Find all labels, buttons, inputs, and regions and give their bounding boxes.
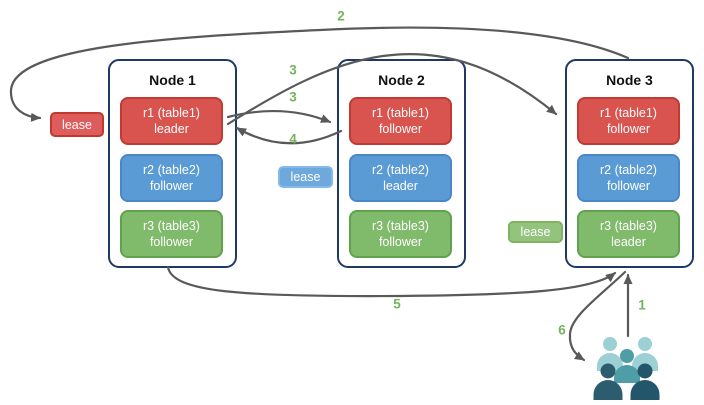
replica-name: r2 (table2) (143, 162, 200, 177)
node-1-box: Node 1 r1 (table1) leader r2 (table2) fo… (108, 59, 237, 268)
replica-name: r2 (table2) (372, 162, 429, 177)
person-icon (630, 363, 660, 400)
node-2-title: Node 2 (378, 72, 425, 88)
replica-role: leader (154, 122, 189, 136)
node-2-box: Node 2 r1 (table1) follower r2 (table2) … (337, 59, 466, 268)
step-number-1: 1 (638, 297, 646, 313)
person-icon (614, 349, 640, 383)
arrow-step-3-node1-to-node2 (226, 109, 332, 124)
replica-name: r3 (table3) (600, 218, 657, 233)
step-number-4: 4 (289, 131, 297, 147)
node-2-replica-r3: r3 (table3) follower (349, 210, 452, 258)
person-icon (597, 337, 623, 371)
person-icon (632, 337, 658, 371)
arrow-step-5-node1-to-node3 (166, 265, 617, 298)
node-2-replica-r1: r1 (table1) follower (349, 97, 452, 145)
replica-role: follower (378, 235, 423, 249)
replica-name: r1 (table1) (600, 105, 657, 120)
replica-name: r3 (table3) (143, 218, 200, 233)
step-number-6: 6 (558, 322, 566, 338)
replica-name: r1 (table1) (143, 105, 200, 120)
replica-role: leader (611, 235, 646, 249)
step-number-2: 2 (337, 8, 345, 24)
replica-role: follower (606, 179, 651, 193)
replica-role: leader (383, 179, 418, 193)
node-1-title: Node 1 (149, 72, 196, 88)
lease-label-green: lease (508, 221, 563, 243)
replica-name: r3 (table3) (372, 218, 429, 233)
replica-role: follower (606, 122, 651, 136)
replica-role: follower (378, 122, 423, 136)
node-1-replica-r2: r2 (table2) follower (120, 154, 223, 202)
users-group-icon (593, 337, 660, 400)
node-3-replica-r3: r3 (table3) leader (577, 210, 680, 258)
node-3-title: Node 3 (606, 72, 653, 88)
lease-label-red: lease (50, 112, 104, 137)
node-2-replica-r2: r2 (table2) leader (349, 154, 452, 202)
node-1-replica-r1: r1 (table1) leader (120, 97, 223, 145)
node-3-replica-r2: r2 (table2) follower (577, 154, 680, 202)
replica-role: follower (149, 235, 194, 249)
node-3-replica-r1: r1 (table1) follower (577, 97, 680, 145)
node-1-replica-r3: r3 (table3) follower (120, 210, 223, 258)
node-3-box: Node 3 r1 (table1) follower r2 (table2) … (565, 59, 694, 268)
lease-label-blue: lease (278, 166, 333, 188)
step-number-3b: 3 (289, 89, 297, 105)
arrow-step-2-node3-to-lease1 (9, 26, 630, 122)
person-icon (593, 363, 623, 400)
replica-role: follower (149, 179, 194, 193)
step-number-3a: 3 (289, 62, 297, 78)
arrow-step-6-node3-to-users (568, 270, 627, 362)
replica-name: r2 (table2) (600, 162, 657, 177)
step-number-5: 5 (393, 296, 401, 312)
replica-name: r1 (table1) (372, 105, 429, 120)
